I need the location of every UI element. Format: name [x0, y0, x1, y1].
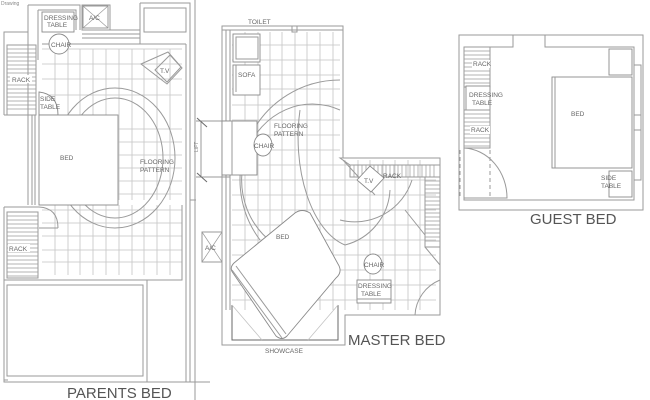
door-swing — [38, 206, 59, 229]
svg-text:BED: BED — [571, 111, 585, 118]
svg-text:LIFT: LIFT — [194, 142, 200, 152]
svg-text:SOFA: SOFA — [238, 72, 256, 79]
chair — [48, 33, 70, 55]
side-table-label: SIDE — [40, 96, 56, 103]
svg-text:RACK: RACK — [471, 127, 490, 134]
flooring-label: FLOORING — [140, 159, 174, 166]
desk — [221, 120, 258, 176]
dressing-table — [41, 11, 75, 33]
chair — [363, 253, 383, 275]
rack-bottom: RACK — [463, 109, 491, 149]
tv-unit: T.V — [140, 51, 183, 85]
flooring-label-2: PATTERN — [274, 131, 304, 138]
svg-text:RACK: RACK — [383, 173, 402, 180]
svg-text:RACK: RACK — [473, 61, 492, 68]
ac-unit: A/C — [82, 5, 109, 29]
svg-text:BED: BED — [60, 155, 74, 162]
svg-text:RACK: RACK — [9, 246, 28, 253]
side-table-label: SIDE — [601, 175, 617, 182]
side-table — [608, 170, 633, 198]
svg-text:RACK: RACK — [12, 77, 31, 84]
guest-bedroom: RACK DRESSING TABLE RACK BED SIDE TABLE … — [458, 34, 644, 228]
side-table-label-2: TABLE — [601, 183, 622, 190]
dressing-table — [465, 85, 491, 111]
chair-left-label: CHAIR — [254, 143, 275, 150]
nightstand — [608, 48, 633, 76]
corner-caption: Drawing — [1, 1, 20, 7]
svg-text:A/C: A/C — [205, 245, 216, 252]
dressing-table-label-2: TABLE — [472, 100, 493, 107]
bed: BED — [551, 76, 633, 169]
dressing-table-label-2: TABLE — [47, 22, 68, 29]
room-title-parents-bed: PARENTS BED — [67, 385, 172, 400]
svg-text:A/C: A/C — [89, 15, 100, 22]
svg-text:BED: BED — [276, 234, 290, 241]
bed: BED — [27, 114, 119, 206]
door-swing — [459, 147, 508, 199]
dressing-table-label: DRESSING — [44, 15, 78, 22]
parents-bedroom: DRESSING TABLE A/C CHAIR T.V RACK SIDE T… — [3, 2, 210, 400]
showcase — [231, 305, 339, 341]
room-title-guest-bed: GUEST BED — [530, 211, 617, 228]
rack-top: RACK — [6, 44, 37, 116]
side-table-label-2: TABLE — [40, 104, 61, 111]
sofa: SOFA — [232, 33, 261, 96]
svg-text:T.V: T.V — [364, 178, 374, 185]
svg-text:T.V: T.V — [160, 68, 170, 75]
bed: BED — [230, 210, 341, 339]
rack-top: RACK — [463, 46, 492, 88]
chair-label: CHAIR — [364, 262, 385, 269]
dressing-table: DRESSING TABLE — [356, 279, 392, 304]
toilet-label: TOILET — [248, 19, 271, 26]
ac-unit: A/C — [201, 231, 223, 263]
flooring-label-2: PATTERN — [140, 167, 170, 174]
rack-tv-unit: T.V RACK — [338, 157, 441, 266]
svg-text:DRESSING: DRESSING — [358, 283, 392, 290]
dressing-table-label: DRESSING — [469, 92, 503, 99]
showcase-label: SHOWCASE — [265, 348, 304, 355]
chair-left — [253, 133, 273, 157]
lift-dimension: LIFT — [194, 0, 230, 400]
floor-tile-grid — [42, 48, 182, 275]
room-title-master-bed: MASTER BED — [348, 332, 446, 349]
flooring-label: FLOORING — [274, 123, 308, 130]
master-bedroom: TOILET SOFA FLOORING PATTERN CHAIR — [201, 19, 446, 355]
svg-text:TABLE: TABLE — [361, 291, 382, 298]
rack-bottom: RACK — [3, 205, 183, 281]
chair-label: CHAIR — [51, 42, 72, 49]
